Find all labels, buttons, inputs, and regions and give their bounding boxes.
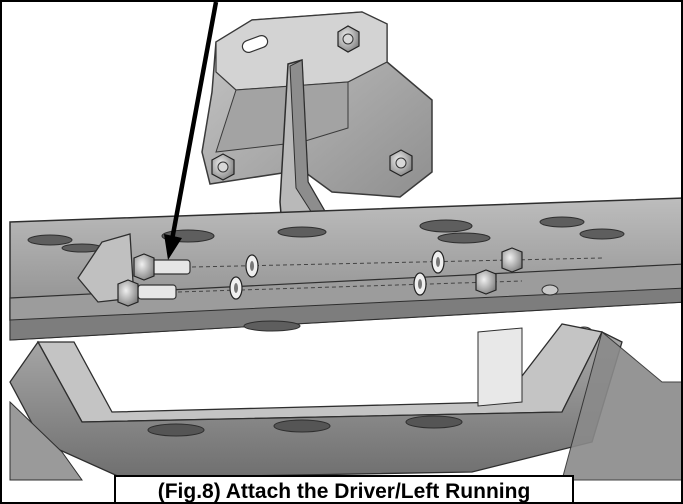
- bracket-nut-top: [337, 25, 360, 53]
- figure-caption: (Fig.8) Attach the Driver/Left Running: [114, 475, 574, 503]
- washer-4: [413, 272, 427, 296]
- washer-1: [245, 254, 259, 278]
- washer-2: [229, 276, 243, 300]
- nut-2: [475, 269, 497, 295]
- hardware-assembly: [117, 247, 603, 338]
- step-tray: [9, 323, 681, 481]
- running-board-rail: [9, 197, 681, 341]
- washer-3: [431, 250, 445, 274]
- bracket-nut-left: [211, 153, 235, 181]
- bolt-upper: [133, 253, 191, 281]
- caption-text: (Fig.8) Attach the Driver/Left Running: [157, 480, 531, 503]
- nut-1: [501, 247, 523, 273]
- callout-arrow: [164, 2, 219, 260]
- bracket-nut-right: [389, 149, 413, 177]
- bolt-lower: [117, 279, 177, 307]
